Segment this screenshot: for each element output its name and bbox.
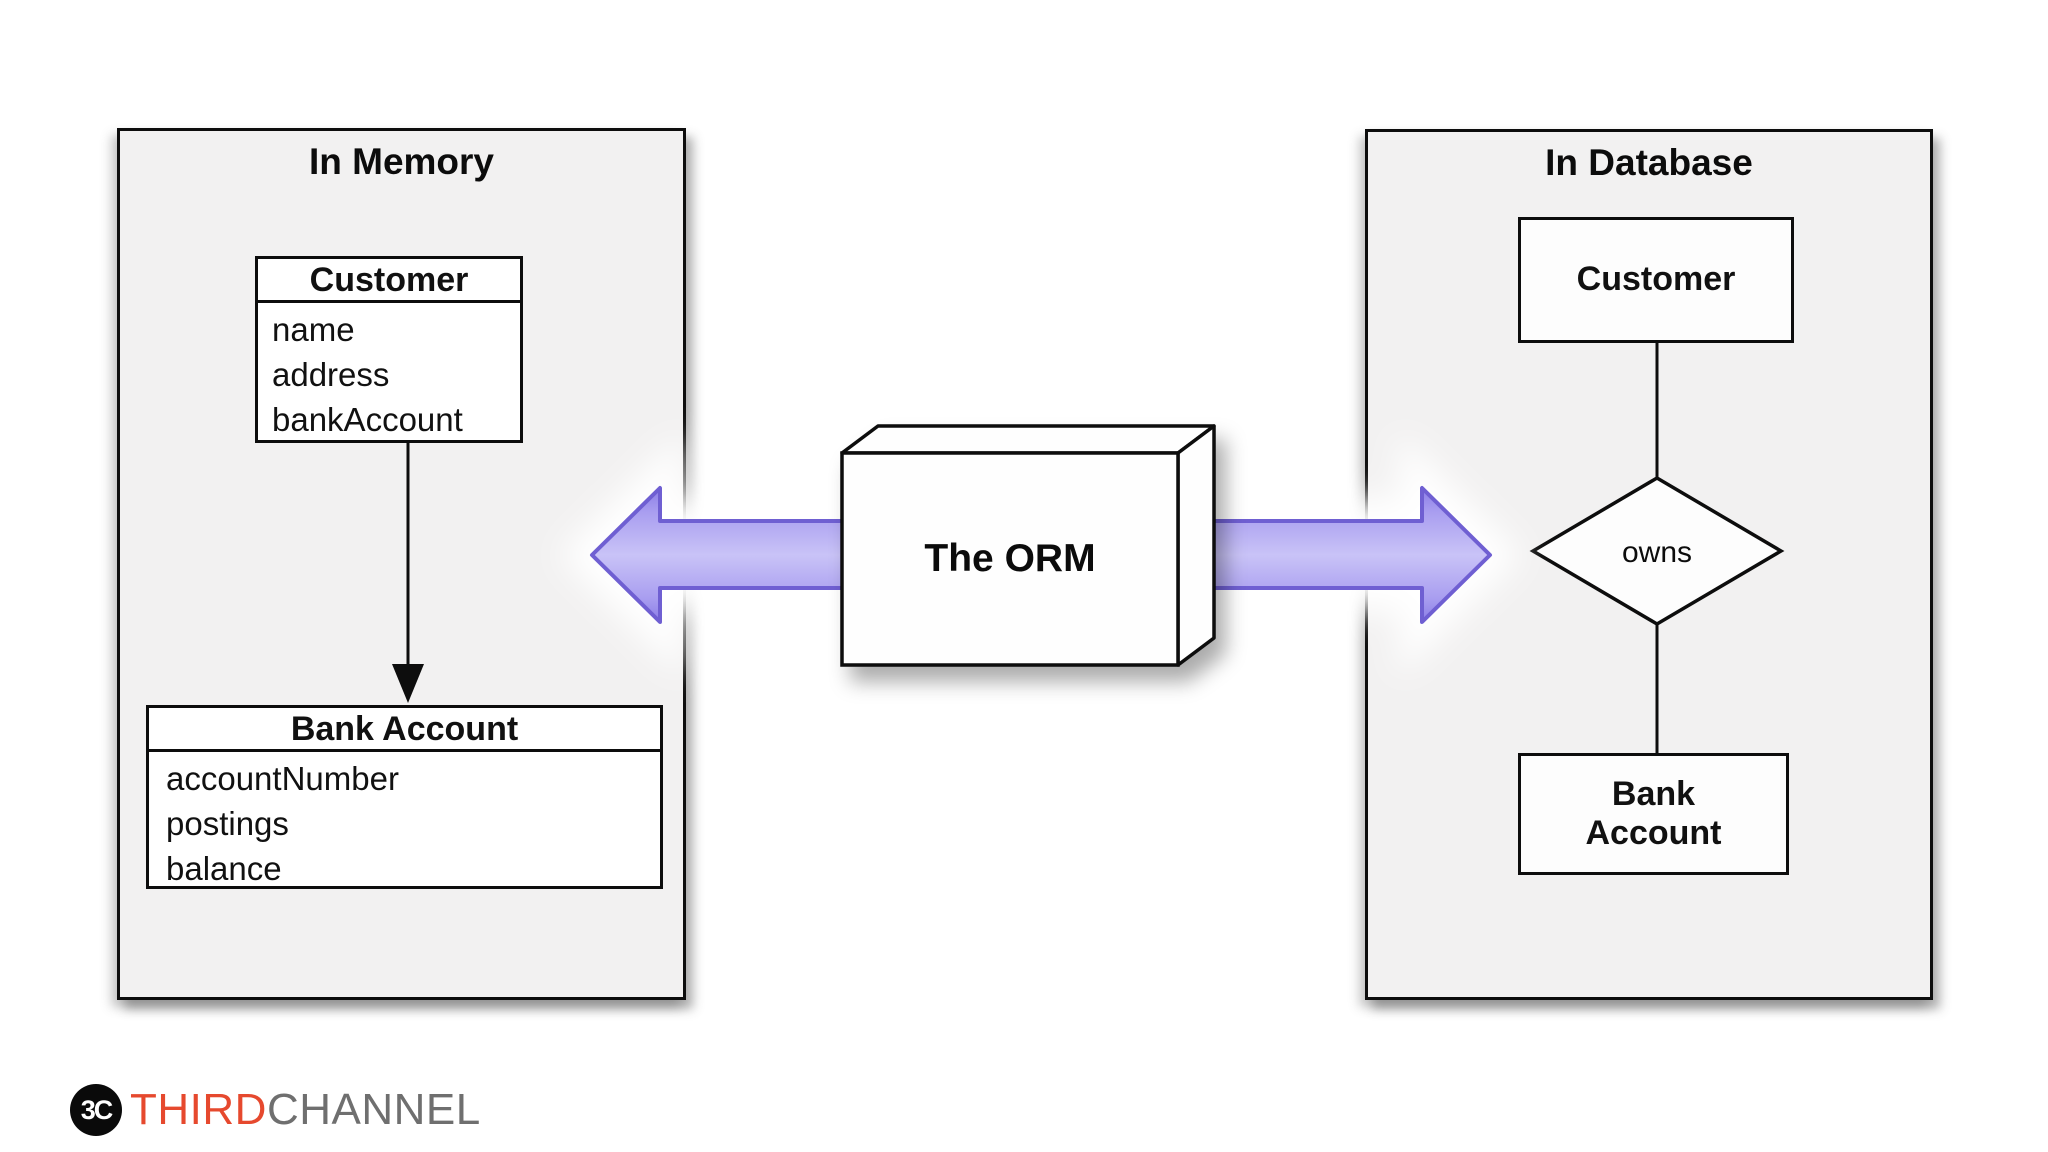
memory-bank-account-fields: accountNumber postings balance (149, 752, 660, 891)
memory-customer-class-box: Customer name address bankAccount (255, 256, 523, 443)
memory-bank-account-class-box: Bank Account accountNumber postings bala… (146, 705, 663, 889)
field-address: address (272, 356, 390, 393)
field-bankAccount: bankAccount (272, 401, 463, 438)
in-memory-panel: In Memory Customer name address bankAcco… (117, 128, 686, 1000)
database-bank-account-label: Bank Account (1585, 774, 1722, 852)
in-database-panel: In Database owns Customer Bank Account (1365, 129, 1933, 1000)
field-accountNumber: accountNumber (166, 760, 399, 797)
orm-box-side-face (1176, 424, 1216, 667)
memory-customer-class-title: Customer (258, 259, 520, 303)
in-memory-title: In Memory (308, 141, 495, 182)
memory-customer-fields: name address bankAccount (258, 303, 520, 442)
thirdchannel-logo-icon: 3C (70, 1084, 122, 1136)
orm-label: The ORM (924, 537, 1096, 580)
database-bank-account-entity: Bank Account (1518, 753, 1789, 875)
owns-diamond (1529, 475, 1785, 627)
er-diagram-connectors: owns (1529, 343, 1785, 755)
field-name: name (272, 311, 355, 348)
memory-bank-account-class-title: Bank Account (149, 708, 660, 752)
orm-box-top-face (840, 424, 1216, 455)
field-balance: balance (166, 850, 282, 887)
memory-association-arrow (392, 443, 424, 703)
database-customer-entity: Customer (1518, 217, 1794, 343)
owns-label: owns (1622, 536, 1692, 569)
in-database-title: In Database (1545, 142, 1753, 183)
wordmark-third: THIRD (130, 1085, 267, 1134)
database-customer-label: Customer (1576, 260, 1736, 299)
thirdchannel-wordmark: THIRDCHANNEL (130, 1085, 481, 1135)
wordmark-channel: CHANNEL (266, 1085, 481, 1134)
thirdchannel-logo: 3C THIRDCHANNEL (70, 1083, 481, 1137)
field-postings: postings (166, 805, 289, 842)
